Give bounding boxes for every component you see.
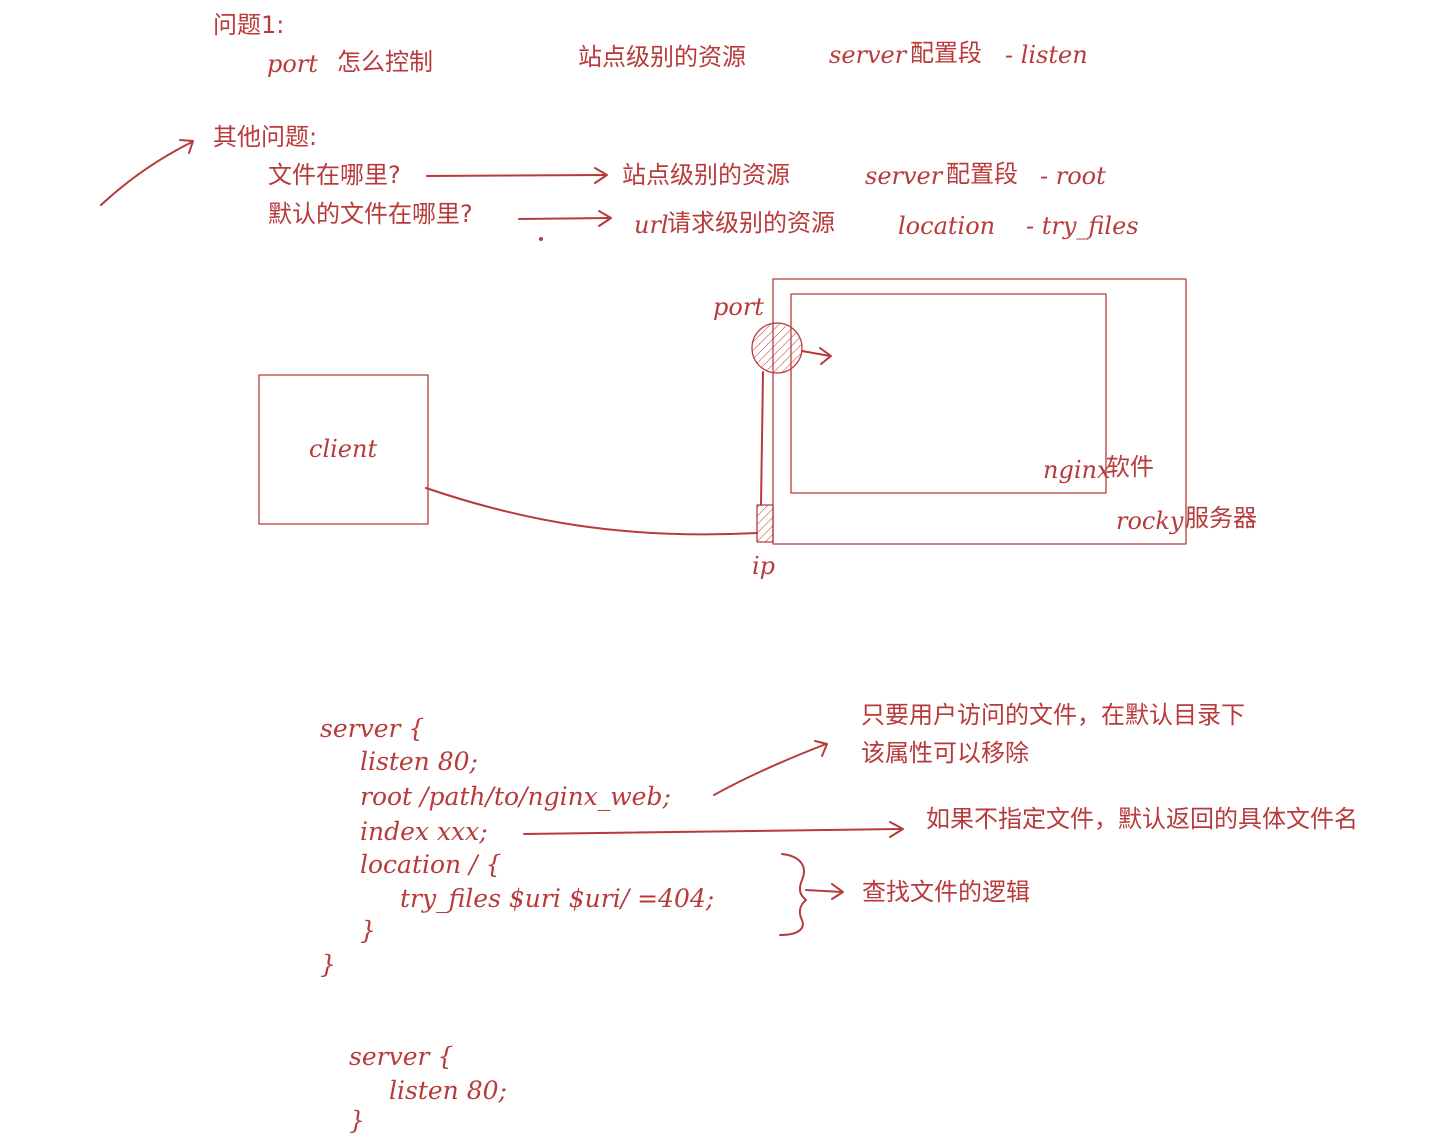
question-1-directive-b: 配置段 bbox=[910, 39, 982, 67]
question-1-scope: 站点级别的资源 bbox=[578, 43, 746, 71]
where-files-directive-c: - root bbox=[1040, 162, 1106, 190]
code1-line-root: root /path/to/nginx_web; bbox=[360, 782, 671, 811]
question-1-directive-a: server bbox=[829, 41, 907, 69]
where-files-scope: 站点级别的资源 bbox=[622, 161, 790, 189]
location-note-arrow-head bbox=[831, 883, 844, 900]
pointer-arrow-head bbox=[179, 139, 194, 154]
default-files-question: 默认的文件在哪里? bbox=[268, 200, 473, 228]
code1-line-server: server { bbox=[320, 714, 425, 743]
arrow-default-files-head bbox=[598, 210, 612, 227]
client-box bbox=[258, 374, 429, 525]
where-files-question: 文件在哪里? bbox=[268, 161, 401, 189]
rocky-server-box bbox=[772, 278, 1187, 545]
location-note: 查找文件的逻辑 bbox=[862, 878, 1030, 906]
root-note-arrow bbox=[713, 743, 827, 796]
ip-box bbox=[756, 504, 774, 543]
arrow-where-files bbox=[426, 174, 607, 177]
code2-line-server: server { bbox=[349, 1042, 454, 1071]
root-note-arrow-head bbox=[814, 740, 828, 757]
code1-line-close-server: } bbox=[320, 950, 336, 979]
pointer-arrow bbox=[100, 141, 193, 206]
where-files-directive-a: server bbox=[865, 162, 943, 190]
arrow-where-files-head bbox=[594, 167, 608, 184]
default-files-directive-a: location bbox=[898, 212, 996, 240]
index-note-arrow-head bbox=[889, 821, 904, 838]
port-arrow bbox=[801, 350, 831, 357]
code1-line-try-files: try_files $uri $uri/ =404; bbox=[400, 884, 715, 913]
arrow-default-files bbox=[518, 217, 611, 220]
question-1-title: 问题1: bbox=[213, 11, 285, 39]
question-1-port: port bbox=[267, 50, 318, 78]
root-note-line-1: 只要用户访问的文件，在默认目录下 bbox=[861, 701, 1245, 729]
stray-dot bbox=[539, 237, 543, 241]
index-note: 如果不指定文件，默认返回的具体文件名 bbox=[926, 805, 1358, 833]
default-files-directive-b: - try_files bbox=[1026, 212, 1139, 240]
index-note-arrow bbox=[523, 828, 903, 835]
code1-line-close-location: } bbox=[360, 916, 376, 945]
nginx-label-a: nginx bbox=[1043, 456, 1111, 484]
client-label: client bbox=[309, 435, 378, 463]
where-files-directive-b: 配置段 bbox=[946, 160, 1018, 188]
port-label: port bbox=[713, 293, 764, 321]
location-note-arrow bbox=[805, 889, 843, 893]
default-files-scope-a: url bbox=[634, 211, 669, 239]
rocky-label-b: 服务器 bbox=[1185, 504, 1257, 532]
nginx-label-b: 软件 bbox=[1106, 453, 1154, 481]
default-files-scope-b: 请求级别的资源 bbox=[667, 209, 835, 237]
root-note-line-2: 该属性可以移除 bbox=[861, 739, 1029, 767]
code2-line-listen: listen 80; bbox=[389, 1076, 507, 1105]
question-1-directive-c: - listen bbox=[1005, 41, 1088, 69]
other-questions-title: 其他问题: bbox=[213, 123, 318, 151]
code1-line-location: location / { bbox=[360, 850, 502, 879]
rocky-label-a: rocky bbox=[1116, 507, 1184, 535]
code1-line-index: index xxx; bbox=[360, 817, 488, 846]
client-ip-connection bbox=[425, 487, 758, 536]
code1-line-listen: listen 80; bbox=[360, 747, 478, 776]
question-1-port-text: 怎么控制 bbox=[337, 48, 433, 76]
ip-label: ip bbox=[752, 552, 776, 580]
location-brace bbox=[779, 853, 807, 936]
nginx-box bbox=[790, 293, 1107, 494]
port-circle bbox=[751, 322, 803, 374]
ip-port-line bbox=[760, 371, 764, 506]
code2-line-close: } bbox=[349, 1106, 365, 1135]
port-arrow-head bbox=[819, 347, 832, 365]
